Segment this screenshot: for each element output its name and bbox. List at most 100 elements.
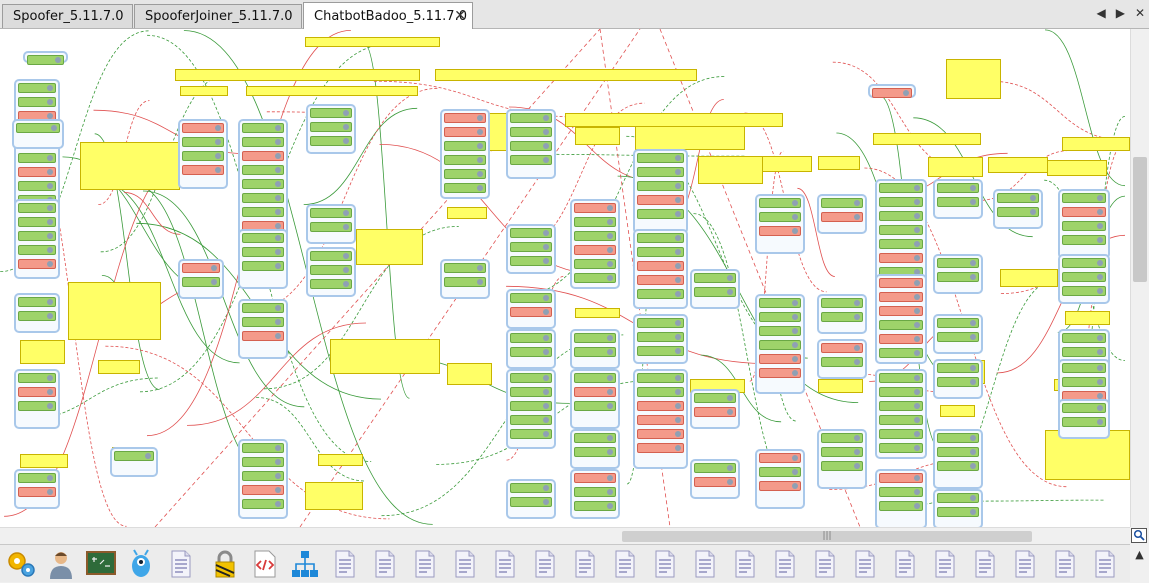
- action-block[interactable]: [510, 228, 552, 238]
- action-block[interactable]: [879, 197, 923, 207]
- comment-note[interactable]: [1000, 269, 1058, 287]
- blackboard-icon[interactable]: [86, 549, 116, 579]
- error-block[interactable]: [242, 151, 284, 161]
- action-block[interactable]: [637, 346, 684, 356]
- action-block[interactable]: [937, 433, 979, 443]
- action-block[interactable]: [510, 155, 552, 165]
- action-block[interactable]: [759, 312, 801, 322]
- action-block[interactable]: [637, 373, 684, 383]
- comment-note[interactable]: [246, 86, 418, 96]
- comment-note[interactable]: [98, 360, 140, 374]
- gears-icon[interactable]: [6, 549, 36, 579]
- action-block[interactable]: [242, 457, 284, 467]
- action-block[interactable]: [444, 141, 486, 151]
- action-block[interactable]: [637, 318, 684, 328]
- action-block[interactable]: [242, 179, 284, 189]
- action-block[interactable]: [310, 122, 352, 132]
- action-block[interactable]: [242, 317, 284, 327]
- comment-note[interactable]: [20, 340, 65, 364]
- close-icon[interactable]: ✕: [454, 8, 466, 24]
- collapse-toolbar-button[interactable]: ▲: [1135, 548, 1144, 561]
- action-block[interactable]: [310, 208, 352, 218]
- action-block[interactable]: [18, 473, 56, 483]
- error-block[interactable]: [637, 443, 684, 453]
- action-block[interactable]: [310, 222, 352, 232]
- error-block[interactable]: [821, 343, 863, 353]
- action-block[interactable]: [242, 471, 284, 481]
- action-block[interactable]: [510, 387, 552, 397]
- action-block[interactable]: [821, 433, 863, 443]
- action-block[interactable]: [879, 443, 923, 453]
- error-block[interactable]: [637, 275, 684, 285]
- page-icon[interactable]: [410, 549, 440, 579]
- action-block[interactable]: [18, 311, 56, 321]
- action-block[interactable]: [510, 113, 552, 123]
- action-block[interactable]: [27, 55, 64, 65]
- action-block[interactable]: [879, 239, 923, 249]
- action-block[interactable]: [694, 287, 736, 297]
- error-block[interactable]: [444, 127, 486, 137]
- action-block[interactable]: [759, 340, 801, 350]
- action-block[interactable]: [1062, 347, 1106, 357]
- page-icon[interactable]: [1090, 549, 1120, 579]
- action-block[interactable]: [242, 123, 284, 133]
- action-block[interactable]: [18, 83, 56, 93]
- action-block[interactable]: [637, 233, 684, 243]
- action-block[interactable]: [510, 293, 552, 303]
- action-block[interactable]: [1062, 193, 1106, 203]
- action-block[interactable]: [444, 169, 486, 179]
- error-block[interactable]: [574, 473, 616, 483]
- error-block[interactable]: [242, 331, 284, 341]
- action-block[interactable]: [242, 193, 284, 203]
- page-icon[interactable]: [970, 549, 1000, 579]
- comment-note[interactable]: [818, 379, 863, 393]
- error-block[interactable]: [879, 278, 923, 288]
- error-block[interactable]: [182, 263, 220, 273]
- action-block[interactable]: [759, 212, 801, 222]
- action-block[interactable]: [879, 183, 923, 193]
- sitemap-icon[interactable]: [290, 549, 320, 579]
- comment-note[interactable]: [330, 339, 440, 374]
- action-block[interactable]: [997, 193, 1039, 203]
- comment-note[interactable]: [68, 282, 161, 340]
- page-icon[interactable]: [530, 549, 560, 579]
- action-block[interactable]: [510, 256, 552, 266]
- page-icon[interactable]: [810, 549, 840, 579]
- action-block[interactable]: [879, 348, 923, 358]
- action-block[interactable]: [242, 443, 284, 453]
- error-block[interactable]: [1062, 207, 1106, 217]
- tab-spoofer-joiner[interactable]: SpooferJoiner_5.11.7.0: [134, 4, 302, 28]
- error-block[interactable]: [18, 387, 56, 397]
- action-block[interactable]: [16, 123, 60, 133]
- comment-note[interactable]: [940, 405, 975, 417]
- action-block[interactable]: [510, 127, 552, 137]
- comment-note[interactable]: [356, 229, 423, 265]
- comment-note[interactable]: [180, 86, 228, 96]
- action-block[interactable]: [637, 153, 684, 163]
- action-block[interactable]: [1062, 377, 1106, 387]
- error-block[interactable]: [574, 203, 616, 213]
- error-block[interactable]: [879, 306, 923, 316]
- action-block[interactable]: [18, 153, 56, 163]
- action-block[interactable]: [444, 263, 486, 273]
- action-block[interactable]: [879, 225, 923, 235]
- action-block[interactable]: [879, 211, 923, 221]
- action-block[interactable]: [1062, 333, 1106, 343]
- comment-note[interactable]: [988, 157, 1048, 173]
- error-block[interactable]: [879, 473, 923, 483]
- action-block[interactable]: [510, 347, 552, 357]
- action-block[interactable]: [242, 137, 284, 147]
- page-icon[interactable]: [890, 549, 920, 579]
- action-block[interactable]: [879, 387, 923, 397]
- action-block[interactable]: [821, 447, 863, 457]
- action-block[interactable]: [637, 167, 684, 177]
- comment-note[interactable]: [447, 363, 492, 385]
- page-icon[interactable]: [610, 549, 640, 579]
- action-block[interactable]: [18, 297, 56, 307]
- action-block[interactable]: [879, 429, 923, 439]
- tab-spoofer[interactable]: Spoofer_5.11.7.0: [2, 4, 133, 28]
- action-block[interactable]: [310, 108, 352, 118]
- page-icon[interactable]: [850, 549, 880, 579]
- action-block[interactable]: [937, 272, 979, 282]
- action-block[interactable]: [1062, 272, 1106, 282]
